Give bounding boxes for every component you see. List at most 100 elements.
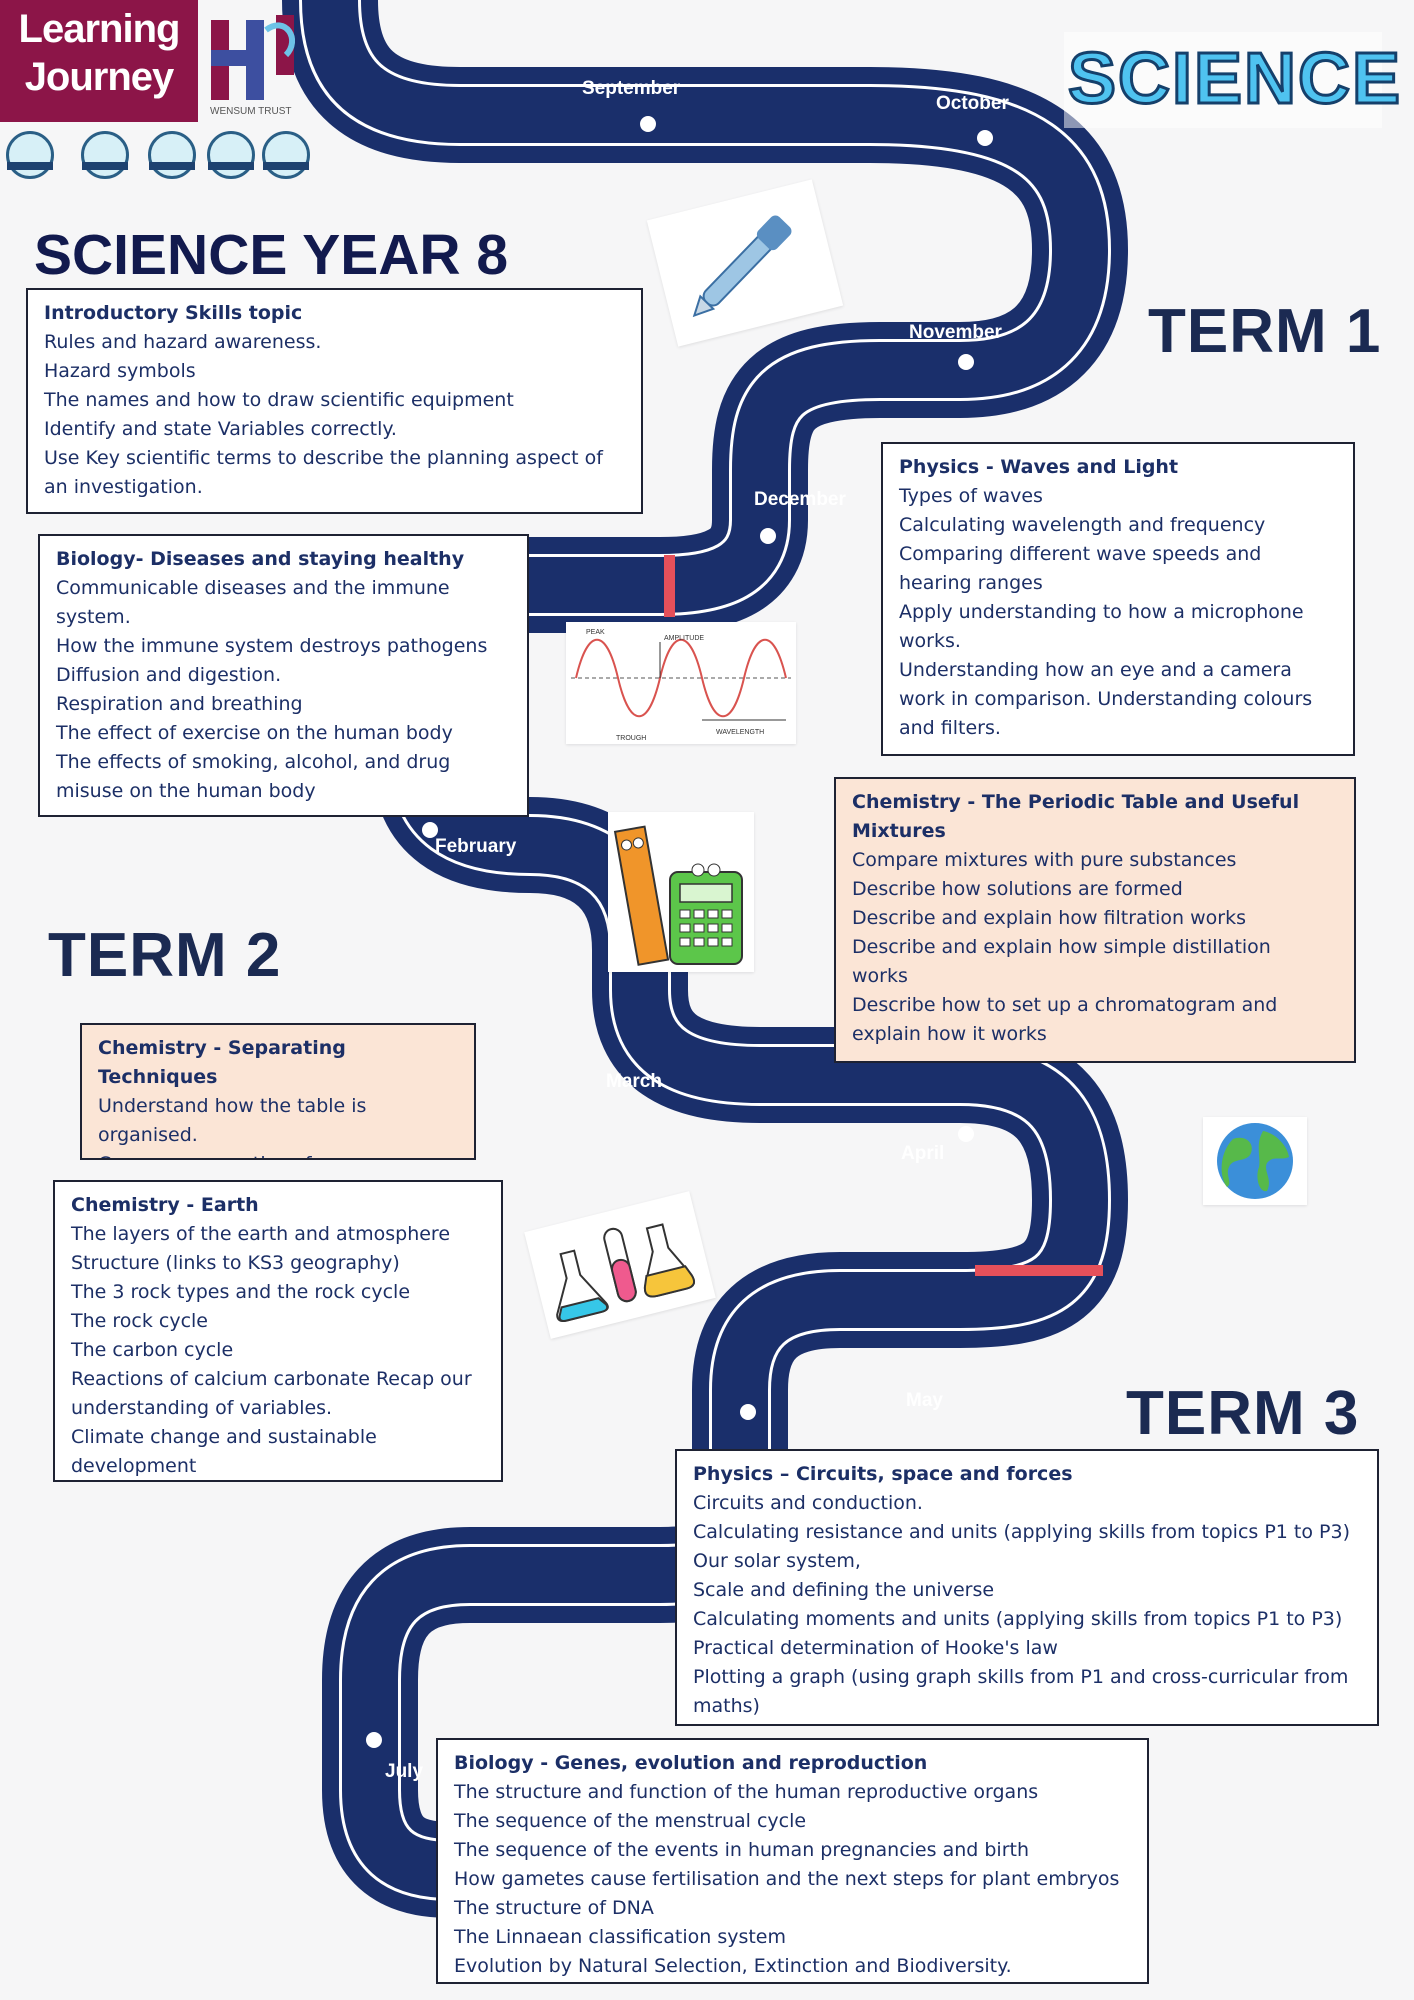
box-title: Physics – Circuits, space and forces [693, 1463, 1073, 1485]
box-line: Calculating wavelength and frequency [899, 514, 1266, 536]
box-line: and filters. [899, 717, 1001, 739]
wave-label: PEAK [586, 629, 605, 636]
box-line: Calculating moments and units (applying … [693, 1608, 1343, 1630]
biology-diseases-box: Biology- Diseases and staying healthy Co… [38, 534, 529, 817]
box-line: hearing ranges [899, 572, 1043, 594]
box-line: The carbon cycle [71, 1339, 234, 1361]
box-title: Biology- Diseases and staying healthy [56, 548, 465, 570]
month-label: March [606, 1071, 662, 1092]
month-marker [977, 130, 993, 146]
month-marker [640, 116, 656, 132]
month-marker [422, 822, 438, 838]
physics-waves-box: Physics - Waves and Light Types of waves… [881, 442, 1355, 756]
ruler-calculator-sticker [608, 812, 754, 972]
box-line: The rock cycle [71, 1310, 208, 1332]
ruler-calculator-icon [613, 825, 743, 966]
box-line: Describe how to set up a chromatogram an… [852, 994, 1278, 1016]
brand-line-2: Journey [24, 55, 175, 99]
term-divider [664, 555, 675, 617]
globe-sticker [1203, 1117, 1307, 1205]
box-line: Communicable diseases and the immune [56, 577, 450, 599]
month-marker [366, 1732, 382, 1748]
trust-name: WENSUM TRUST [210, 106, 292, 117]
box-line: Describe and explain how simple distilla… [852, 936, 1271, 958]
inquisitive-badge-icon [6, 131, 54, 179]
term-divider [975, 1265, 1103, 1276]
box-line: The 3 rock types and the rock cycle [71, 1281, 411, 1303]
box-line: The structure and function of the human … [454, 1781, 1039, 1803]
box-line: The layers of the earth and atmosphere [71, 1223, 451, 1245]
box-title: Physics - Waves and Light [899, 456, 1179, 478]
month-marker [740, 1404, 756, 1420]
box-line: How the immune system destroys pathogens [56, 635, 488, 657]
box-line: maths) [693, 1695, 760, 1717]
box-line: Types of waves [899, 485, 1043, 507]
pen-sticker [646, 179, 844, 347]
flasks-sticker [524, 1191, 716, 1339]
box-line: work in comparison. Understanding colour… [899, 688, 1313, 710]
box-line: organised. [98, 1124, 198, 1146]
box-line: The Linnaean classification system [454, 1926, 787, 1948]
collaborative-badge-icon [148, 131, 196, 179]
box-line: Structure (links to KS3 geography) [71, 1252, 400, 1274]
box-line: Respiration and breathing [56, 693, 303, 715]
box-line: Rules and hazard awareness. [44, 331, 322, 353]
box-title-line-2: Mixtures [852, 820, 946, 842]
box-line: Evolution by Natural Selection, Extincti… [454, 1955, 1012, 1977]
imaginative-badge-icon [81, 131, 129, 179]
month-label: November [909, 322, 1002, 343]
month-label: October [936, 93, 1009, 114]
box-line: The sequence of the events in human preg… [454, 1839, 1029, 1861]
chemistry-periodic-table-box: Chemistry - The Periodic Table and Usefu… [834, 777, 1356, 1063]
box-title: Chemistry - The Periodic Table and Usefu… [852, 791, 1300, 813]
term-2-heading: TERM 2 [48, 921, 282, 990]
box-line: Circuits and conduction. [693, 1492, 923, 1514]
wave-label: WAVELENGTH [716, 729, 764, 736]
physics-circuits-box: Physics – Circuits, space and forces Cir… [675, 1449, 1379, 1726]
pen-icon [692, 215, 792, 318]
box-line: The sequence of the menstrual cycle [454, 1810, 807, 1832]
box-line: Identify and state Variables correctly. [44, 418, 397, 440]
box-line: Reactions of calcium carbonate Recap our [71, 1368, 472, 1390]
science-logo-background [1064, 32, 1382, 128]
box-line: The structure of DNA [454, 1897, 654, 1919]
page-title: SCIENCE YEAR 8 [34, 223, 509, 287]
box-line: Practical determination of Hooke's law [693, 1637, 1058, 1659]
wensum-logo: WENSUM TRUST [206, 10, 306, 120]
trust-logo-icon [211, 15, 295, 100]
wave-label: AMPLITUDE [664, 635, 704, 642]
month-marker [958, 1126, 974, 1142]
box-line: The effect of exercise on the human body [56, 722, 453, 744]
box-line: Hazard symbols [44, 360, 196, 382]
box-line: Diffusion and digestion. [56, 664, 282, 686]
flasks-icon [556, 1223, 696, 1323]
box-line: system. [56, 606, 131, 628]
box-line: works [852, 965, 908, 987]
month-label: April [901, 1143, 945, 1164]
term-3-heading: TERM 3 [1126, 1379, 1360, 1448]
box-line: Our solar system, [693, 1550, 861, 1572]
box-line: Scale and defining the universe [693, 1579, 995, 1601]
introductory-skills-box: Introductory Skills topic Rules and haza… [26, 288, 643, 514]
globe-icon [1217, 1123, 1293, 1199]
persistent-badge-icon [207, 131, 255, 179]
biology-genes-box: Biology - Genes, evolution and reproduct… [436, 1738, 1149, 1984]
learning-journey-logo: Learning Journey [0, 0, 198, 122]
box-line: misuse on the human body [56, 780, 316, 802]
month-marker [958, 354, 974, 370]
month-label: May [906, 1390, 943, 1411]
month-label: February [435, 836, 517, 857]
month-label: July [385, 1761, 424, 1782]
box-line: Use Key scientific terms to describe the… [44, 447, 603, 469]
term-1-heading: TERM 1 [1148, 297, 1382, 366]
box-line: The effects of smoking, alcohol, and dru… [56, 751, 451, 773]
box-line: explain how it works [852, 1023, 1047, 1045]
month-label: September [582, 78, 681, 99]
chemistry-earth-box: Chemistry - Earth The layers of the eart… [53, 1180, 503, 1482]
box-line: an investigation. [44, 476, 203, 498]
box-line: Understand how the table is [98, 1095, 367, 1117]
box-title: Chemistry - Separating Techniques [98, 1037, 346, 1088]
month-label: December [754, 489, 846, 510]
box-title: Biology - Genes, evolution and reproduct… [454, 1752, 928, 1774]
box-line: Understanding how an eye and a camera [899, 659, 1292, 681]
